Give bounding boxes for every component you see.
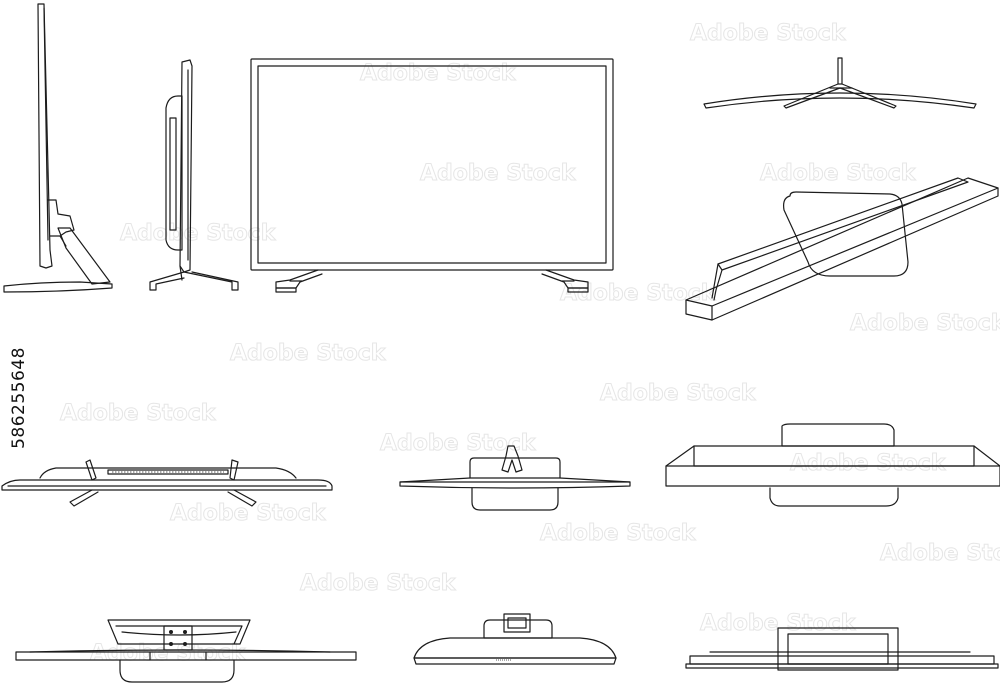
svg-text:Adobe Stock: Adobe Stock [690, 21, 847, 46]
svg-text:Adobe Stock: Adobe Stock [540, 521, 697, 546]
bottom-view-feet [1, 459, 333, 507]
svg-text:Adobe Stock: Adobe Stock [560, 281, 717, 306]
svg-text:Adobe Stock: Adobe Stock [600, 381, 757, 406]
svg-text:Adobe Stock: Adobe Stock [300, 571, 457, 596]
top-view-curved [703, 57, 977, 109]
svg-text:Adobe Stock: Adobe Stock [790, 451, 947, 476]
svg-text:Adobe Stock: Adobe Stock [120, 221, 277, 246]
front-view [250, 58, 614, 293]
bottom-view-wide [665, 423, 1000, 507]
bottom-view-frame [685, 627, 999, 671]
perspective-view [685, 177, 999, 321]
svg-text:Adobe Stock: Adobe Stock [170, 501, 327, 526]
svg-text:Adobe Stock: Adobe Stock [360, 61, 517, 86]
bottom-view-pedestal [399, 445, 631, 511]
svg-text:Adobe Stock: Adobe Stock [380, 431, 537, 456]
bottom-view-bracket [15, 619, 357, 683]
watermark-pattern: Adobe Stock Adobe Stock Adobe Stock Adob… [60, 21, 1000, 667]
side-view-rear-angle [149, 59, 239, 291]
svg-text:Adobe Stock: Adobe Stock [90, 641, 247, 666]
svg-text:Adobe Stock: Adobe Stock [880, 541, 1000, 566]
side-view-left [3, 3, 113, 293]
bottom-view-curved-stand [413, 613, 617, 665]
svg-text:Adobe Stock: Adobe Stock [60, 401, 217, 426]
svg-text:Adobe Stock: Adobe Stock [850, 311, 1000, 336]
svg-text:Adobe Stock: Adobe Stock [420, 161, 577, 186]
svg-text:Adobe Stock: Adobe Stock [760, 161, 917, 186]
svg-text:Adobe Stock: Adobe Stock [230, 341, 387, 366]
